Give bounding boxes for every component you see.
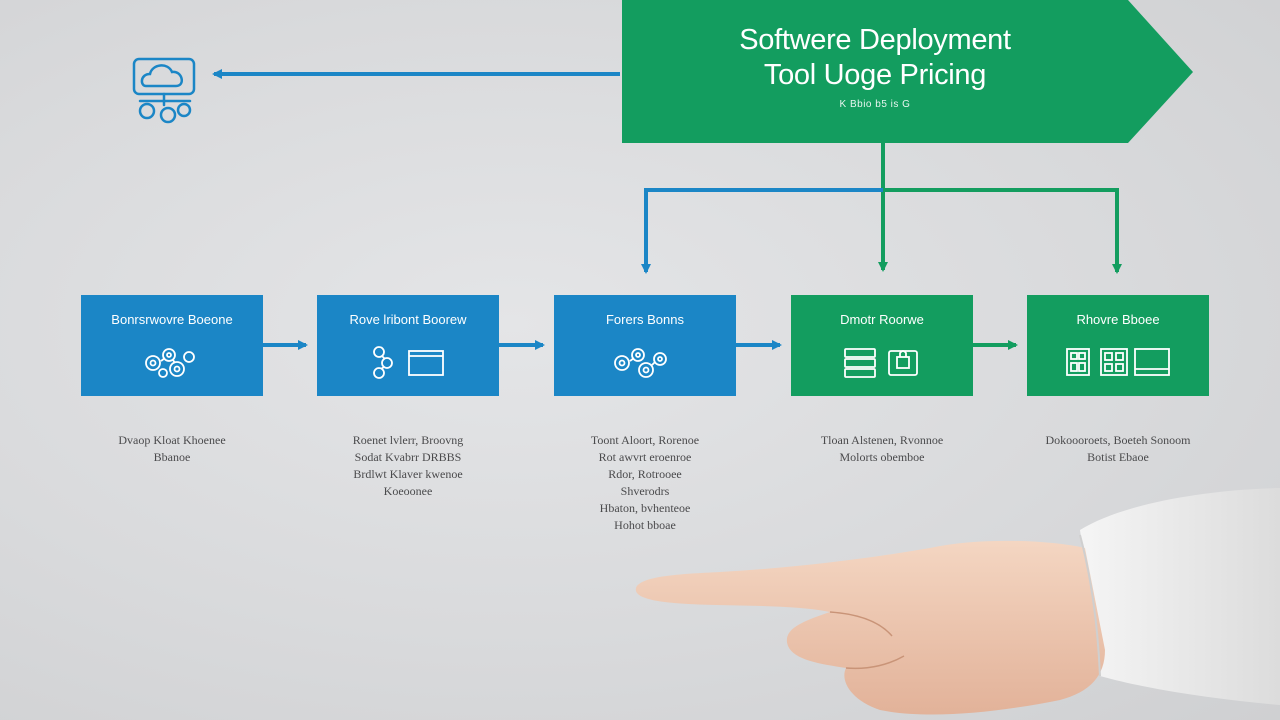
stage-caption-5: Dokoooroets, Boeteh Sonoom Botist Ebaoe	[1027, 432, 1209, 466]
grid-panel-icon	[1066, 348, 1170, 376]
stage-caption-3: Toont Aloort, Rorenoe Rot awvrt eroenroe…	[554, 432, 736, 534]
stage-label: Dmotr Roorwe	[840, 312, 924, 327]
stage-box-2[interactable]: Rove lribont Boorew	[317, 295, 499, 396]
distribution-connectors	[641, 143, 1122, 274]
stage-caption-1: Dvaop Kloat Khoenee Bbanoe	[81, 432, 263, 466]
caption-line: Sodat Kvabrr DRBBS	[354, 450, 462, 464]
title-line-2: Tool Uoge Pricing	[763, 59, 987, 91]
caption-line: Hohot bboae	[614, 518, 676, 532]
server-stack-icon	[844, 348, 918, 378]
caption-line: Hbaton, bvhenteoe	[599, 501, 691, 515]
cloud-network-icon	[132, 57, 196, 124]
gears-cluster-icon	[614, 348, 667, 378]
stage-box-5[interactable]: Rhovre Bboee	[1027, 295, 1209, 396]
stage-box-3[interactable]: Forers Bonns	[554, 295, 736, 396]
caption-line: Tloan Alstenen, Rvonnoe	[820, 433, 944, 447]
caption-line: Shverodrs	[620, 484, 670, 498]
stage-caption-4: Tloan Alstenen, Rvonnoe Molorts obemboe	[791, 432, 973, 466]
caption-line: Koeoonee	[383, 484, 433, 498]
stage-box-1[interactable]: Bonrsrwovre Boeone	[81, 295, 263, 396]
caption-line: Molorts obemboe	[839, 450, 925, 464]
caption-line: Dvaop Kloat Khoenee	[118, 433, 226, 447]
title-subtitle: K Bbio b5 is G	[839, 99, 911, 110]
caption-line: Dokoooroets, Boeteh Sonoom	[1045, 433, 1191, 447]
caption-line: Rot awvrt eroenroe	[598, 450, 692, 464]
gears-cluster-icon	[145, 348, 195, 378]
title-banner	[622, 0, 1193, 143]
stage-label: Forers Bonns	[605, 312, 685, 327]
stage-label: Rhovre Bboee	[1076, 312, 1160, 327]
caption-line: Roenet lvlerr, Broovng	[352, 433, 464, 447]
stage-label: Bonrsrwovre Boeone	[111, 312, 233, 327]
caption-line: Brdlwt Klaver kwenoe	[353, 467, 463, 481]
gear-chain-icon	[373, 346, 444, 379]
caption-line: Bbanoe	[153, 450, 191, 464]
caption-line: Botist Ebaoe	[1087, 450, 1149, 464]
caption-line: Rdor, Rotrooee	[608, 467, 682, 481]
caption-line: Toont Aloort, Rorenoe	[590, 433, 700, 447]
pointing-hand-image	[635, 488, 1280, 715]
stage-box-4[interactable]: Dmotr Roorwe	[791, 295, 973, 396]
stage-caption-2: Roenet lvlerr, Broovng Sodat Kvabrr DRBB…	[317, 432, 499, 500]
title-line-1: Softwere Deployment	[739, 24, 1011, 56]
stage-label: Rove lribont Boorew	[349, 312, 467, 327]
